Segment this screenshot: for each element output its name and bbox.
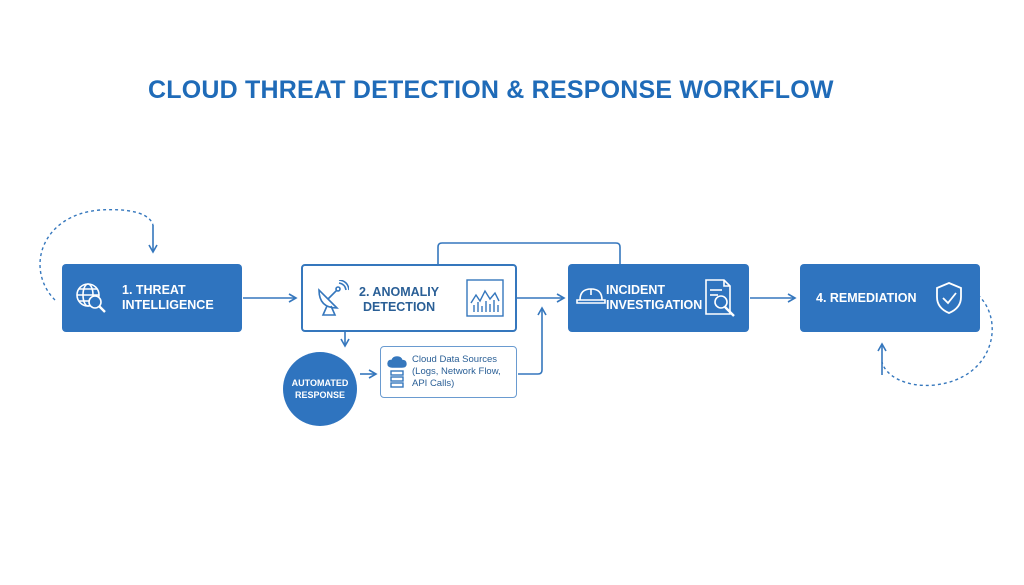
document-search-icon [704,278,738,323]
step-threat-intelligence: 1. THREAT INTELLIGENCE [62,264,242,332]
feedback-bracket [437,242,621,264]
step-1-label: 1. THREAT INTELLIGENCE [122,283,214,312]
diagram-title: CLOUD THREAT DETECTION & RESPONSE WORKFL… [148,76,834,104]
arrow-sources-up [518,306,547,375]
shield-check-icon [934,281,964,320]
satellite-dish-icon [315,279,350,323]
hard-hat-icon [576,286,606,313]
cloud-server-icon [387,356,407,393]
step-2-label: 2. ANOMALIY DETECTION [359,285,440,314]
chart-icon [466,279,504,322]
data-sources-label: Cloud Data Sources (Logs, Network Flow, … [412,354,501,389]
step-3-label: INCIDENT INVESTIGATION [606,283,703,312]
step-incident-investigation: INCIDENT INVESTIGATION [568,264,749,332]
globe-magnifier-icon [74,281,108,320]
cloud-data-sources: Cloud Data Sources (Logs, Network Flow, … [380,346,517,398]
automated-response: AUTOMATED RESPONSE [283,352,357,426]
step-anomaly-detection: 2. ANOMALIY DETECTION [301,264,517,332]
loop-arrow-right [881,294,993,387]
automated-response-label: AUTOMATED RESPONSE [291,378,349,400]
step-4-label: 4. REMEDIATION [816,291,917,305]
loop-arrow-left [39,208,154,301]
step-remediation: 4. REMEDIATION [800,264,980,332]
